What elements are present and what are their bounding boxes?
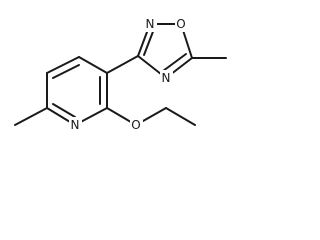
mask-ring-oxygen <box>175 16 188 32</box>
bond-c3-c4 <box>78 56 108 74</box>
ring-nitrogen-top-label: N <box>146 17 155 31</box>
ring-nitrogen-right-label: N <box>162 71 171 85</box>
bond-c6-n1-inner <box>52 103 76 118</box>
mask-ring-nitrogen-top <box>144 16 157 32</box>
bond-c4-c5-outer <box>46 56 80 74</box>
bond-c4-c5-inner <box>52 64 80 79</box>
bond-c3ox-n2-inner <box>143 28 155 56</box>
bond-pyridine-oxadiazole <box>106 55 139 74</box>
molecule-structure: O N N N O <box>14 16 227 133</box>
bond-ch2-ch3 <box>165 107 196 126</box>
mask-ring-nitrogen-right <box>160 70 173 86</box>
atom-labels: O N N N O <box>69 16 188 133</box>
bond-methyl-pyridine <box>14 107 48 126</box>
pyridine-nitrogen-label: N <box>71 118 80 132</box>
bonds <box>14 23 227 126</box>
ring-oxygen-label: O <box>176 17 185 31</box>
mask-pyridine-nitrogen <box>69 117 82 133</box>
bond-c5-n4-inner <box>162 53 187 72</box>
ether-oxygen-label: O <box>131 118 140 132</box>
mask-ether-oxygen <box>130 117 143 133</box>
